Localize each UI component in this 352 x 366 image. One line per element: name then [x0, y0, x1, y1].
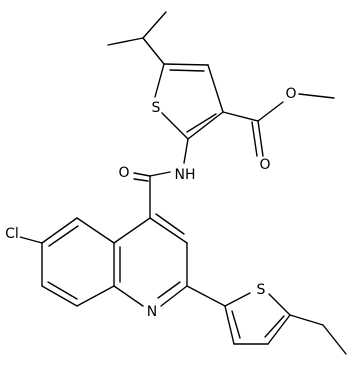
bond [163, 63, 209, 66]
oxygen-atom-ester-double: O [259, 157, 270, 173]
bond [264, 315, 285, 338]
bond [133, 172, 151, 177]
oxygen-atom-amide: O [118, 165, 129, 181]
bond [222, 111, 259, 122]
bond [142, 11, 167, 39]
atom-label-backgrounds [4, 86, 298, 320]
atom-label-background [255, 282, 267, 298]
bond [183, 138, 189, 164]
oxygen-atom-ester-single: O [285, 86, 296, 102]
atom-label-background [145, 304, 159, 320]
bond [160, 285, 188, 307]
bond [157, 281, 181, 299]
atom-label-background [284, 86, 298, 102]
bond [298, 93, 335, 99]
bond [19, 236, 43, 244]
atom-label-background [117, 165, 131, 181]
bonds [19, 11, 347, 355]
bond [149, 217, 188, 244]
bond [76, 217, 115, 244]
bond [251, 121, 258, 157]
bond [154, 63, 165, 98]
bond [133, 178, 149, 182]
bond [257, 101, 284, 122]
bond [257, 120, 264, 157]
bond [149, 171, 171, 177]
bond [113, 285, 144, 307]
sulfur-atom-thiophene: S [152, 100, 161, 116]
bond [322, 324, 347, 355]
bond [47, 281, 78, 300]
atom-label-background [173, 167, 197, 183]
bond [224, 292, 251, 307]
sulfur-atom-ethylthiophene: S [257, 282, 266, 298]
chlorine-atom: Cl [5, 226, 19, 242]
atom-labels: S O O NH O Cl N S [5, 86, 296, 320]
nitrogen-atom-amide: NH [175, 167, 196, 183]
bond [157, 108, 189, 140]
bond [107, 37, 144, 46]
bond [289, 314, 324, 326]
atom-label-background [4, 226, 20, 242]
bond [231, 310, 241, 339]
bond [207, 64, 224, 113]
bond [113, 217, 151, 244]
atom-label-background [150, 100, 162, 116]
bond [41, 217, 78, 244]
bond [268, 293, 291, 316]
bond [186, 113, 217, 133]
bond [142, 37, 165, 65]
bond [186, 285, 226, 307]
nitrogen-atom-quinoline: N [147, 304, 157, 320]
bond [48, 225, 79, 247]
atom-label-background [258, 157, 272, 173]
bond [155, 213, 185, 235]
bond [224, 305, 235, 345]
bond [41, 285, 78, 307]
bond [267, 314, 291, 345]
bond [187, 111, 224, 140]
bond [76, 285, 115, 307]
bond [169, 69, 205, 72]
